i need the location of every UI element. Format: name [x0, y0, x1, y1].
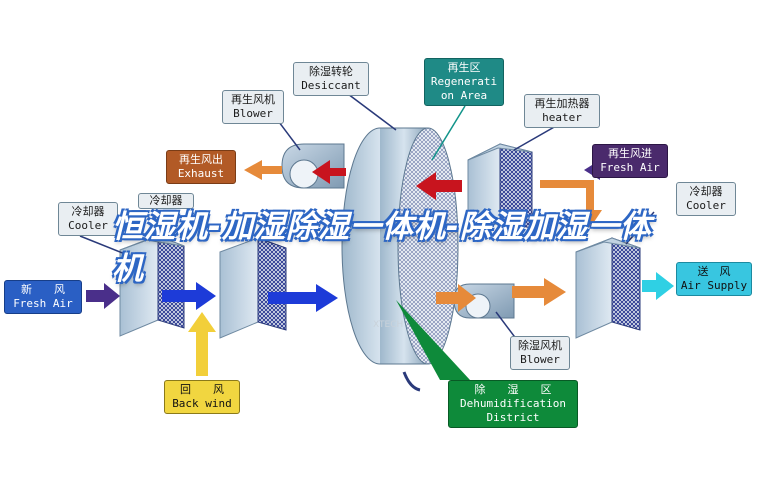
back-wind-label-en: Back wind [172, 397, 232, 410]
dehumid-blower-label-zh: 除湿风机 [518, 339, 562, 352]
back-wind-label: 回 风 Back wind [164, 380, 240, 414]
exhaust-label-zh: 再生风出 [179, 153, 223, 166]
regen-fresh-air-label-zh: 再生风进 [608, 147, 652, 160]
regen-fresh-air-label-en: Fresh Air [600, 161, 660, 174]
cooler-right-label-zh: 冷却器 [689, 185, 723, 198]
cooler-left-label: 冷却器 Cooler [58, 202, 118, 236]
regen-fresh-air-label: 再生风进 Fresh Air [592, 144, 668, 178]
cooler-middle-label: 冷却器 [138, 193, 194, 209]
process-air-arrow-1 [162, 282, 216, 310]
regeneration-air-arrow [312, 160, 462, 200]
air-supply-arrow [642, 272, 674, 300]
cooler-right-label: 冷却器 Cooler [676, 182, 736, 216]
exhaust-label: 再生风出 Exhaust [166, 150, 236, 184]
regeneration-heater-label-zh: 再生加热器 [534, 97, 590, 110]
dehumid-district-label-en1: Dehumidification [460, 397, 566, 410]
regeneration-heater-label-en: heater [542, 111, 582, 124]
fresh-air-label-zh: 新 风 [21, 283, 65, 296]
dehumid-blower-label: 除湿风机 Blower [510, 336, 570, 370]
cooler-middle-label-zh: 冷却器 [149, 194, 183, 207]
desiccant-wheel-label: 除湿转轮 Desiccant [293, 62, 369, 96]
regeneration-area-label-en2: on Area [440, 89, 488, 102]
fresh-air-label-en: Fresh Air [13, 297, 73, 310]
regeneration-blower-label-en: Blower [233, 107, 273, 120]
process-air-arrow-2 [268, 284, 338, 312]
dry-air-arrow [436, 278, 566, 312]
regeneration-blower-label: 再生风机 Blower [222, 90, 284, 124]
regeneration-area-label-en1: Regenerati [430, 75, 498, 88]
cooler-left-label-en: Cooler [68, 219, 108, 232]
air-supply-label-en: Air Supply [680, 279, 748, 292]
desiccant-wheel-label-zh: 除湿转轮 [309, 65, 353, 78]
back-wind-label-zh: 回 风 [180, 383, 224, 396]
page-title: 恒湿机-加湿除湿一体机-除湿加湿一体机 [112, 209, 652, 287]
cooler-right-label-en: Cooler [686, 199, 726, 212]
cooler-left-unit [119, 235, 185, 337]
watermark: XTECH [373, 320, 404, 330]
exhaust-label-en: Exhaust [177, 167, 225, 180]
regeneration-area-label-zh: 再生区 [447, 61, 481, 74]
dehumid-blower-label-en: Blower [520, 353, 560, 366]
back-wind-arrow [188, 312, 216, 376]
dehumid-district-label-zh: 除 湿 区 [474, 383, 552, 396]
fresh-air-label: 新 风 Fresh Air [4, 280, 82, 314]
exhaust-arrow [244, 160, 282, 180]
air-supply-label-zh: 送 风 [697, 265, 731, 278]
regeneration-blower-label-zh: 再生风机 [231, 93, 275, 106]
air-supply-label: 送 风 Air Supply [676, 262, 752, 296]
dehumid-district-label-en2: District [486, 411, 540, 424]
regeneration-heater-label: 再生加热器 heater [524, 94, 600, 128]
desiccant-wheel-label-en: Desiccant [301, 79, 361, 92]
regeneration-area-label: 再生区 Regenerati on Area [424, 58, 504, 106]
cooler-right-unit [575, 237, 641, 339]
regeneration-blower-unit [281, 143, 345, 189]
cooler-left-label-zh: 冷却器 [71, 205, 105, 218]
dehumid-district-label: 除 湿 区 Dehumidification District [448, 380, 578, 428]
cooler-middle-unit [219, 237, 287, 339]
fresh-air-inlet-arrow [86, 283, 120, 309]
